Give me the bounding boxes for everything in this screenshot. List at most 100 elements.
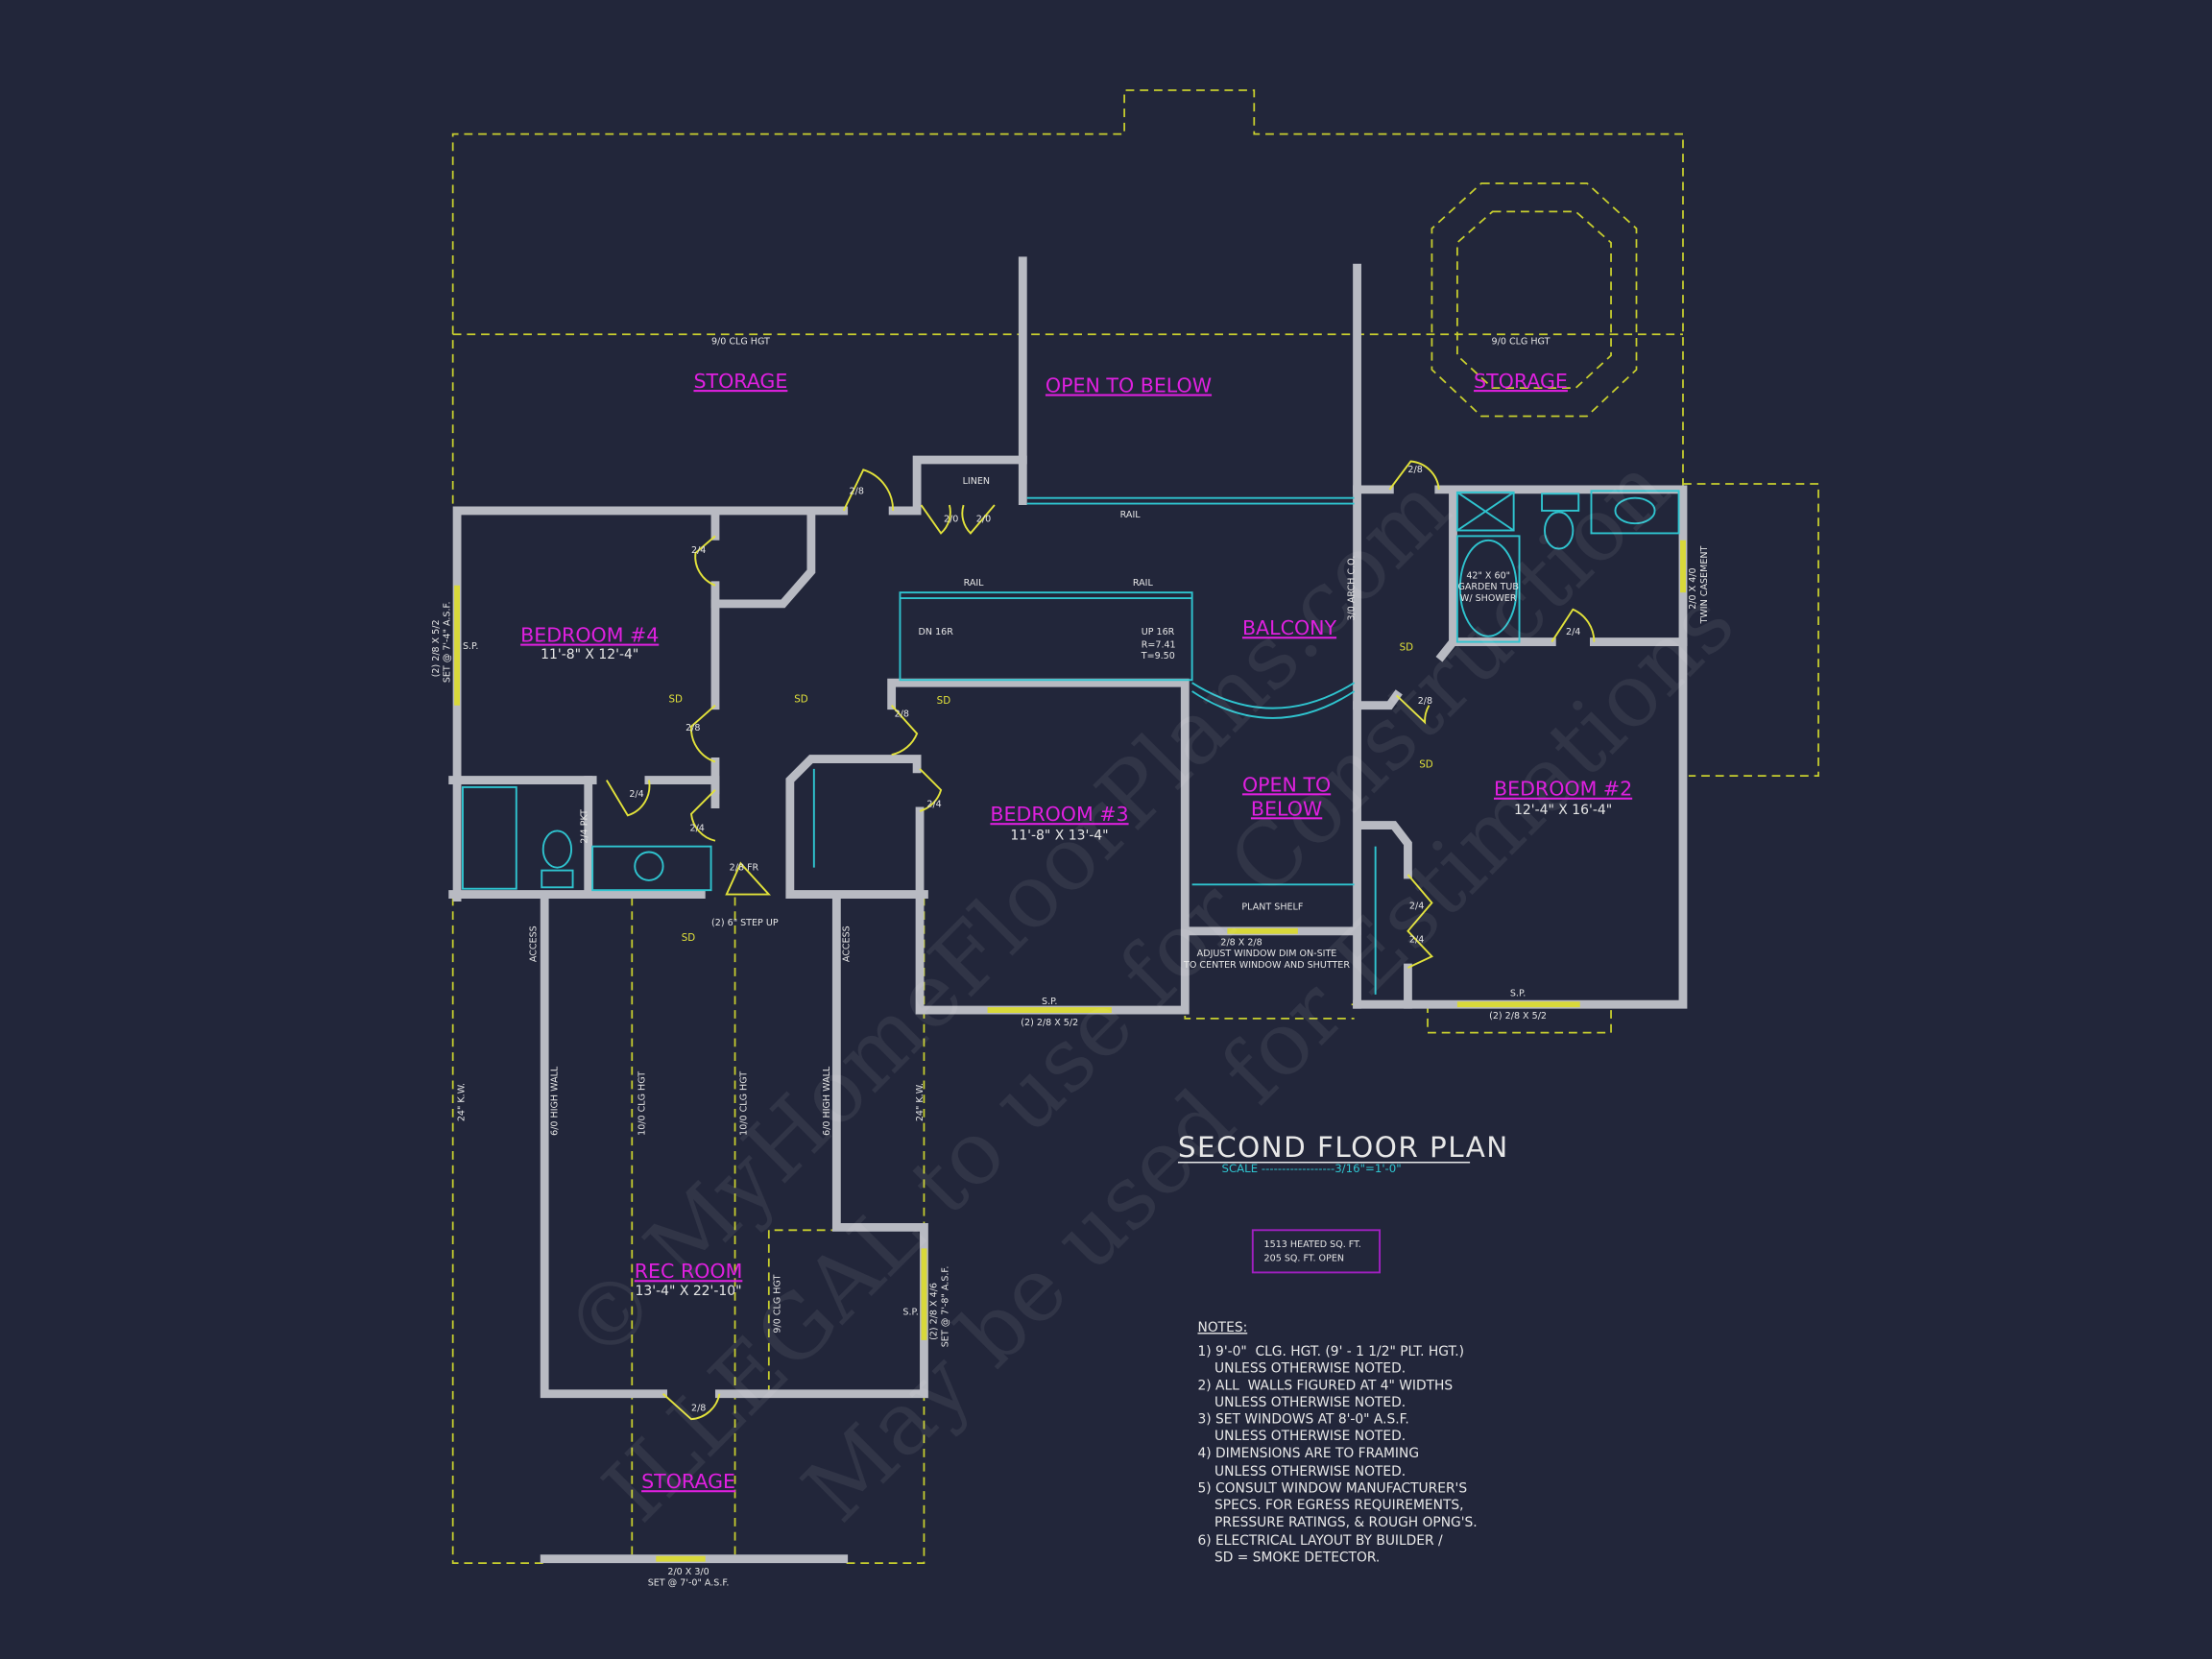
- notes-heading: NOTES:: [1198, 1320, 1248, 1335]
- stair-down-label: DN 16R: [919, 627, 954, 637]
- rec-room-dims: 13'-4" X 22'-10": [636, 1284, 742, 1299]
- plan-scale: SCALE ------------------3/16"=1'-0": [1221, 1162, 1401, 1175]
- bedroom-3-dims: 11'-8" X 13'-4": [1010, 828, 1108, 843]
- door-size: 2/4: [926, 799, 941, 809]
- room-bedroom-3: BEDROOM #3: [990, 803, 1128, 826]
- area-box: [1251, 1229, 1382, 1274]
- safety-pane: S.P.: [463, 641, 478, 652]
- adjust-window-note: TO CENTER WINDOW AND SHUTTER: [1183, 960, 1350, 971]
- arch-opening-label: 3/0 ARCH C.O.: [1347, 556, 1358, 621]
- clg-hgt-left: 9/0 CLG HGT: [711, 337, 770, 348]
- bedroom-3-window: (2) 2/8 X 5/2: [1021, 1018, 1078, 1028]
- clg-hgt-right: 9/0 CLG HGT: [1492, 337, 1551, 348]
- room-open-to-below-mid-2: BELOW: [1251, 797, 1322, 820]
- room-labels: STORAGE OPEN TO BELOW STORAGE BEDROOM #4…: [520, 370, 1632, 1493]
- heated-area: 1513 HEATED SQ. FT.: [1264, 1239, 1361, 1250]
- ceiling-height-label: 10/0 CLG HGT: [637, 1071, 648, 1136]
- ceiling-height-label: 10/0 CLG HGT: [738, 1071, 749, 1136]
- storage-window: 2/0 X 3/0: [667, 1567, 709, 1577]
- door-size: 2/4: [629, 789, 643, 800]
- watermark: © MyHomeFloorPlans.com ILLEGAL to use fo…: [544, 437, 1753, 1541]
- garden-tub-label: GARDEN TUB: [1457, 582, 1519, 592]
- safety-pane: S.P.: [1042, 997, 1057, 1007]
- twin-casement-label: TWIN CASEMENT: [1699, 546, 1710, 625]
- safety-pane: S.P.: [1510, 988, 1526, 998]
- room-bedroom-4: BEDROOM #4: [520, 624, 659, 647]
- bedroom-4-window-set: SET @ 7'-4" A.S.F.: [443, 602, 453, 684]
- note-line: 5) CONSULT WINDOW MANUFACTURER'S: [1198, 1481, 1468, 1497]
- note-line: SPECS. FOR EGRESS REQUIREMENTS,: [1198, 1498, 1464, 1513]
- adjust-window-note: ADJUST WINDOW DIM ON-SITE: [1197, 949, 1337, 959]
- adjust-window-note: 2/8 X 2/8: [1220, 937, 1262, 948]
- fixtures: [462, 490, 1680, 995]
- door-size: 2/8: [685, 723, 700, 733]
- room-balcony: BALCONY: [1242, 616, 1337, 639]
- door-size: 2/4: [1409, 935, 1424, 946]
- stair-up-label: UP 16R: [1142, 627, 1175, 637]
- stair-riser-label: R=7.41: [1142, 639, 1176, 650]
- room-storage-bottom: STORAGE: [641, 1470, 735, 1493]
- windows: [454, 540, 1686, 1562]
- door-size: 2/8: [1407, 465, 1422, 475]
- twin-casement-label: 2/0 X 4/0: [1688, 567, 1698, 609]
- plant-shelf-label: PLANT SHELF: [1241, 902, 1303, 913]
- rail-label: RAIL: [1120, 510, 1142, 520]
- door-size: 2/0: [976, 515, 991, 525]
- open-area: 205 SQ. FT. OPEN: [1264, 1254, 1344, 1264]
- smoke-detector: SD: [794, 694, 808, 706]
- garden-tub-label: W/ SHOWER: [1460, 593, 1517, 604]
- rail-label: RAIL: [964, 578, 985, 589]
- linen-label: LINEN: [963, 476, 990, 487]
- high-wall-label: 6/0 HIGH WALL: [549, 1066, 560, 1136]
- high-wall-label: 6/0 HIGH WALL: [822, 1066, 832, 1136]
- door-size: 2/0: [944, 515, 958, 525]
- bedroom-4-dims: 11'-8" X 12'-4": [541, 647, 638, 662]
- garden-tub-label: 42" X 60": [1466, 570, 1510, 581]
- note-line: SD = SMOKE DETECTOR.: [1198, 1551, 1381, 1566]
- room-storage-left: STORAGE: [693, 370, 787, 393]
- note-line: 4) DIMENSIONS ARE TO FRAMING: [1198, 1446, 1420, 1461]
- door-size: 2/8: [1418, 696, 1432, 707]
- notes: NOTES: 1) 9'-0" CLG. HGT. (9' - 1 1/2" P…: [1198, 1320, 1478, 1566]
- bedroom-2-dims: 12'-4" X 16'-4": [1514, 803, 1612, 818]
- safety-pane: S.P.: [902, 1307, 918, 1317]
- room-storage-right: STORAGE: [1474, 370, 1568, 393]
- note-line: 3) SET WINDOWS AT 8'-0" A.S.F.: [1198, 1412, 1409, 1428]
- step-up-label: (2) 6" STEP UP: [711, 918, 779, 928]
- door-size: 2/8: [895, 709, 909, 719]
- pocket-door-label: 2/4 PKT: [579, 809, 589, 844]
- rec-room-window: (2) 2/8 X 4/6: [929, 1283, 940, 1340]
- smoke-detector: SD: [1419, 758, 1433, 770]
- note-line: 1) 9'-0" CLG. HGT. (9' - 1 1/2" PLT. HGT…: [1198, 1344, 1465, 1359]
- smoke-detector: SD: [682, 932, 696, 944]
- door-size: 2/8: [850, 486, 864, 496]
- door-size: 2/8 FR: [730, 863, 759, 874]
- smoke-detector: SD: [937, 695, 951, 707]
- plan-title: SECOND FLOOR PLAN: [1178, 1131, 1509, 1164]
- note-line: PRESSURE RATINGS, & ROUGH OPNG'S.: [1198, 1515, 1478, 1530]
- note-line: UNLESS OTHERWISE NOTED.: [1198, 1361, 1407, 1377]
- smoke-detector: SD: [668, 694, 683, 706]
- note-line: 6) ELECTRICAL LAYOUT BY BUILDER /: [1198, 1533, 1443, 1549]
- bedroom-4-window: (2) 2/8 X 5/2: [431, 619, 442, 677]
- door-size: 2/4: [690, 823, 705, 833]
- attic-access: ACCESS: [842, 926, 853, 962]
- smoke-detector: SD: [1400, 641, 1414, 653]
- doors: [606, 460, 1596, 1421]
- dashed-outlines: [451, 89, 1819, 1564]
- knee-wall-label: 24" K.W.: [456, 1083, 467, 1121]
- room-open-to-below-mid-1: OPEN TO: [1242, 773, 1331, 796]
- stair-tread-label: T=9.50: [1141, 651, 1175, 661]
- door-size: 2/4: [1566, 627, 1580, 637]
- rail-label: RAIL: [1133, 578, 1154, 589]
- ceiling-height-label: 9/0 CLG HGT: [773, 1275, 783, 1334]
- rec-room-window-set: SET @ 7'-8" A.S.F.: [940, 1266, 950, 1348]
- note-line: UNLESS OTHERWISE NOTED.: [1198, 1464, 1407, 1479]
- note-line: 2) ALL WALLS FIGURED AT 4" WIDTHS: [1198, 1378, 1454, 1393]
- attic-access: ACCESS: [528, 926, 539, 962]
- note-line: UNLESS OTHERWISE NOTED.: [1198, 1395, 1407, 1410]
- bedroom-2-window: (2) 2/8 X 5/2: [1489, 1011, 1547, 1022]
- door-size: 2/4: [691, 545, 706, 556]
- storage-window-set: SET @ 7'-0" A.S.F.: [648, 1578, 730, 1589]
